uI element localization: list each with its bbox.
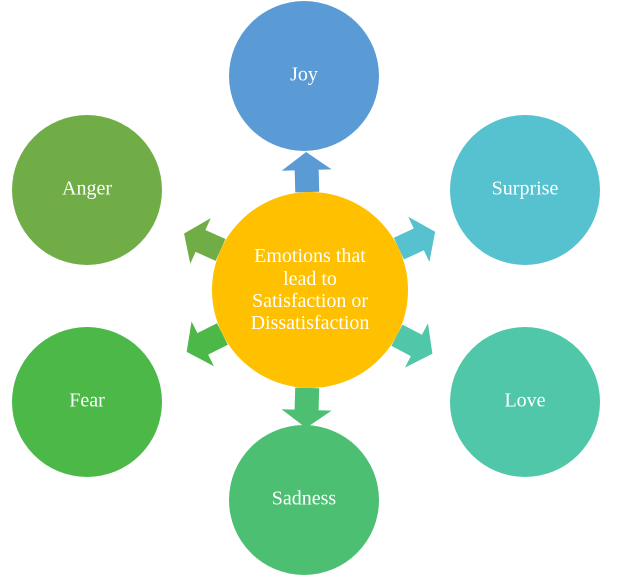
center-line-3: Satisfaction or <box>252 290 368 312</box>
arrow-to-anger-icon <box>184 218 226 264</box>
node-label: Surprise <box>492 178 559 200</box>
node-circle <box>450 327 600 477</box>
node-fear: Fear <box>12 327 162 477</box>
center-line-4: Dissatisfaction <box>251 312 370 334</box>
node-joy: Joy <box>229 1 379 151</box>
node-label: Anger <box>62 178 112 200</box>
arrow-to-love-icon <box>391 323 433 368</box>
node-label: Sadness <box>272 488 337 510</box>
node-surprise: Surprise <box>450 115 600 265</box>
node-circle <box>12 115 162 265</box>
arrow-to-surprise-icon <box>393 216 436 263</box>
arrow-to-sadness-icon <box>281 387 332 428</box>
node-anger: Anger <box>12 115 162 265</box>
node-label: Fear <box>69 390 105 412</box>
node-label: Joy <box>290 64 318 86</box>
node-circle <box>229 425 379 575</box>
node-circle <box>450 115 600 265</box>
node-label: Love <box>504 390 545 412</box>
node-circle <box>229 1 379 151</box>
node-love: Love <box>450 327 600 477</box>
center-node: Emotions that lead to Satisfaction or Di… <box>212 192 408 388</box>
arrow-to-fear-icon <box>186 321 228 367</box>
center-line-1: Emotions that <box>254 245 366 267</box>
node-circle <box>12 327 162 477</box>
center-line-2: lead to <box>283 268 337 290</box>
node-sadness: Sadness <box>229 425 379 575</box>
arrow-to-joy-icon <box>281 152 332 193</box>
